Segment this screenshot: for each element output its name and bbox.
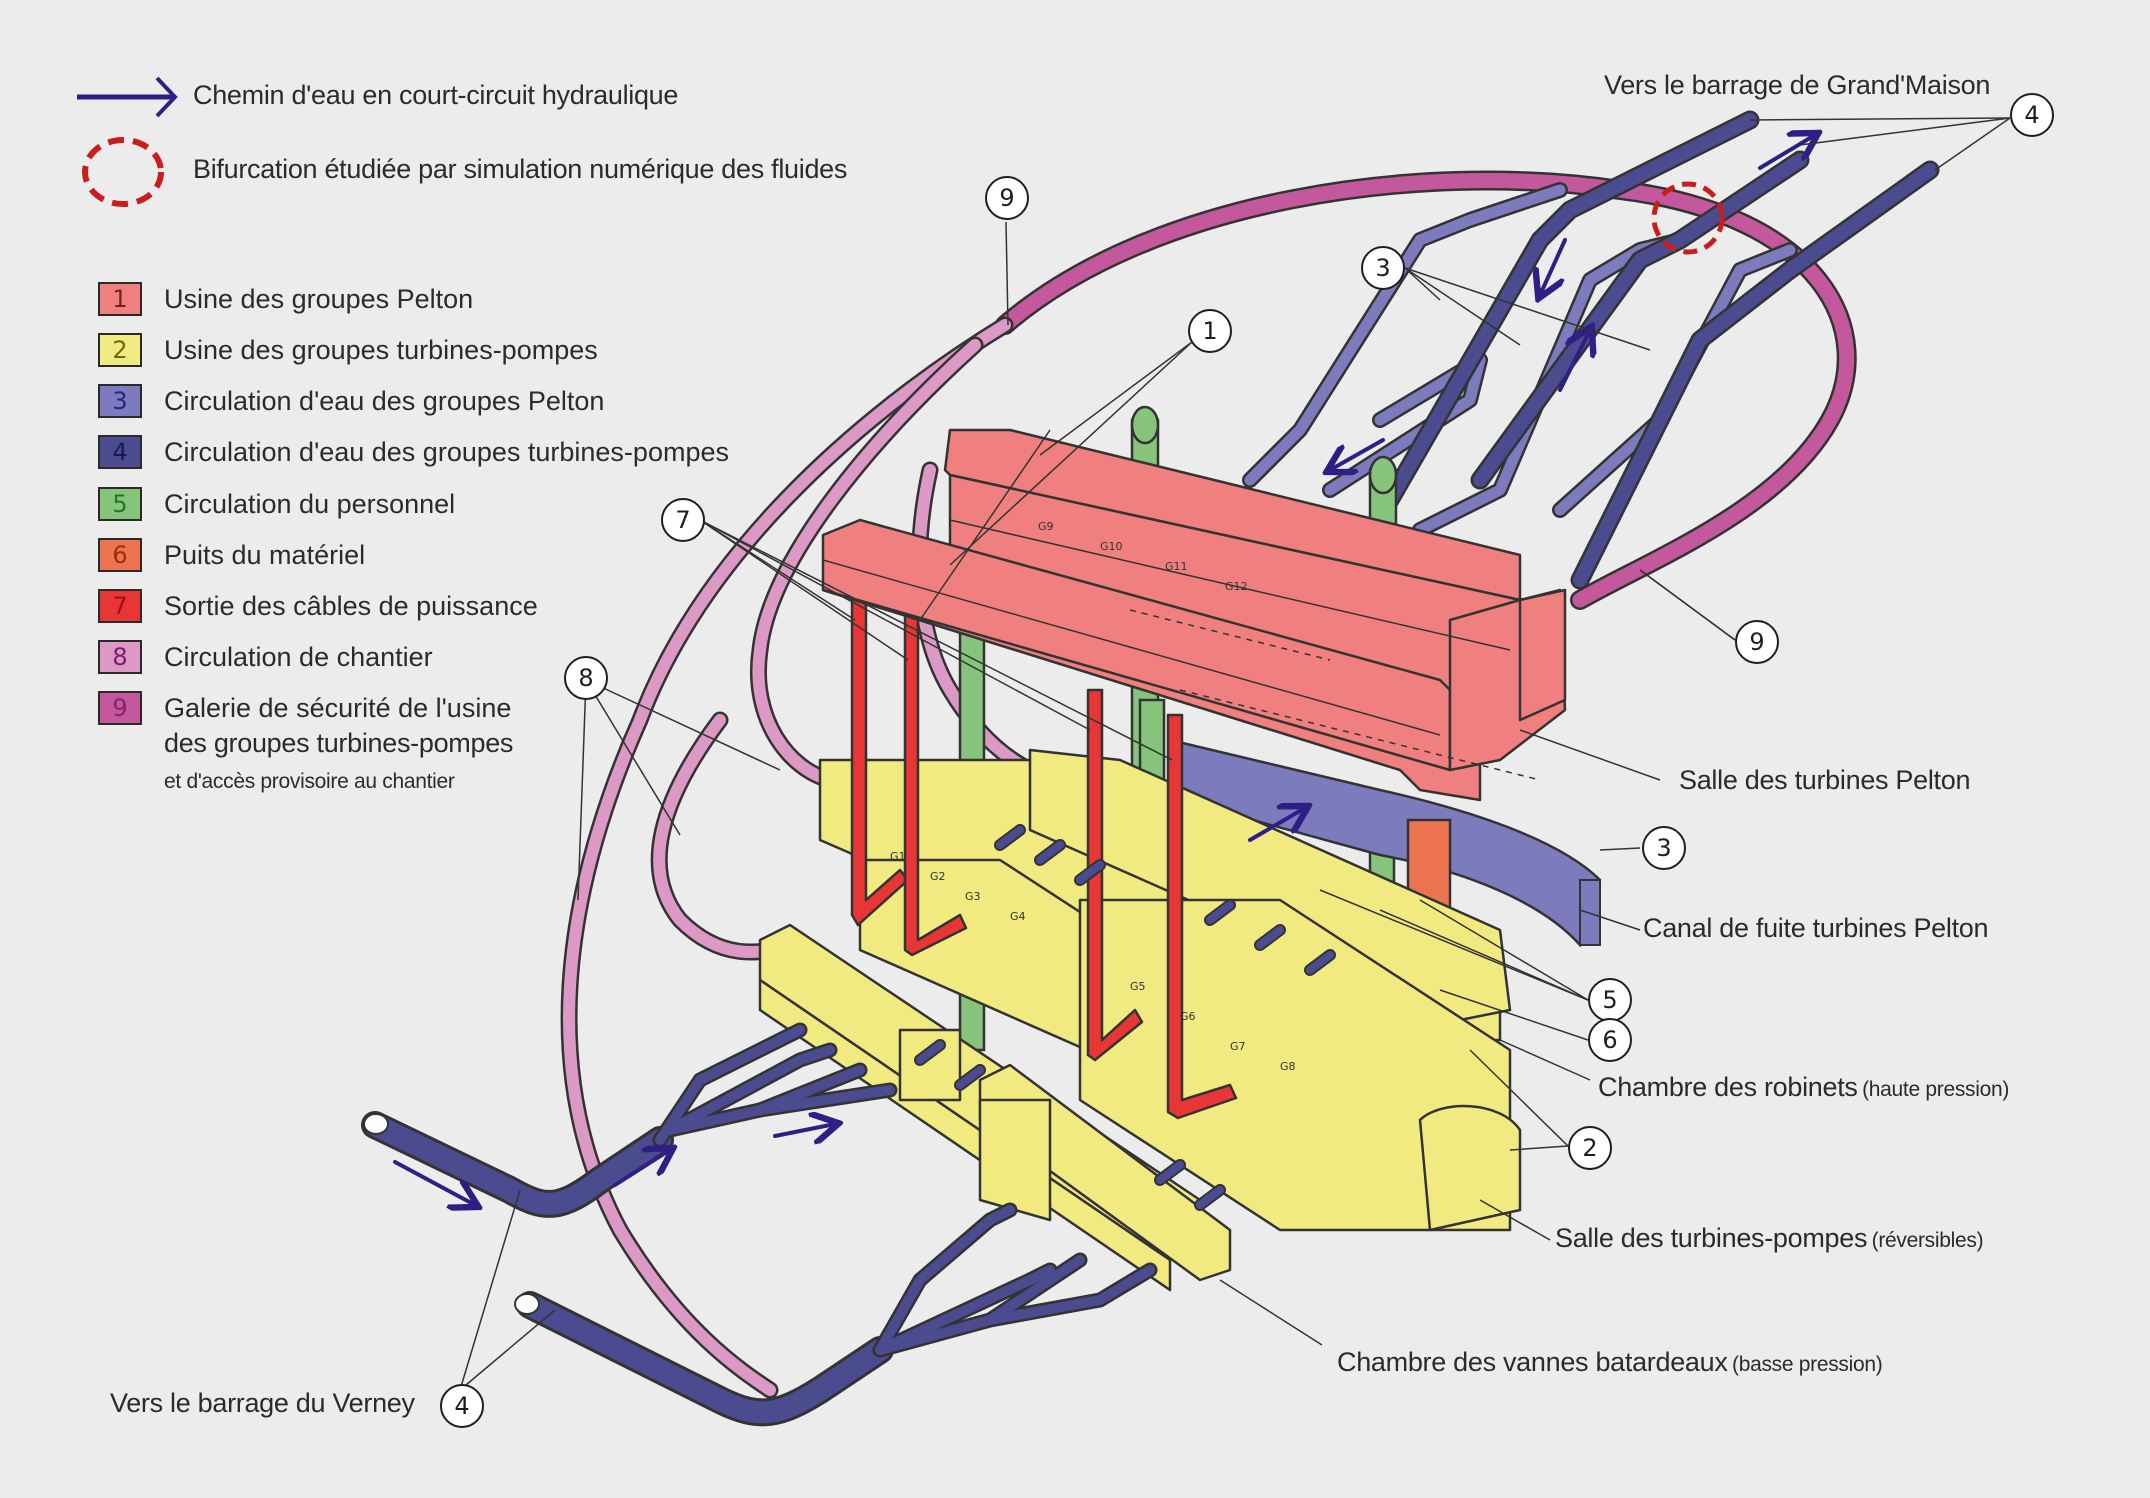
group-label: G10 bbox=[1100, 540, 1123, 553]
group-label: G5 bbox=[1130, 980, 1146, 993]
annotation-verney: Vers le barrage du Verney bbox=[110, 1388, 415, 1418]
flow-arrows bbox=[393, 135, 1815, 1205]
legend-label-9-line2: des groupes turbines-pompes bbox=[164, 728, 514, 758]
legend-label: Circulation d'eau des groupes turbines-p… bbox=[164, 436, 729, 467]
legend-item-5: 5 Circulation du personnel bbox=[98, 484, 455, 524]
annotation-canal-fuite: Canal de fuite turbines Pelton bbox=[1643, 913, 1989, 943]
legend-flow-arrow-label: Chemin d'eau en court-circuit hydrauliqu… bbox=[193, 80, 679, 110]
flow-arrow-icon bbox=[77, 76, 178, 118]
annotation-chambre-vannes-note: (basse pression) bbox=[1732, 1353, 1883, 1376]
swatch-pelton-plant: 1 bbox=[98, 282, 142, 316]
bifurcation-marker bbox=[1651, 181, 1725, 255]
flow-arrow bbox=[773, 1124, 835, 1136]
legend-item-1: 1 Usine des groupes Pelton bbox=[98, 279, 473, 319]
annotation-salle-tp-label: Salle des turbines-pompes bbox=[1555, 1223, 1868, 1253]
group-label: G2 bbox=[930, 870, 946, 883]
legend-label: Circulation de chantier bbox=[164, 641, 433, 672]
legend-item-2: 2 Usine des groupes turbines-pompes bbox=[98, 330, 598, 370]
flow-arrow bbox=[1540, 238, 1567, 295]
legend-flow-arrow bbox=[75, 76, 181, 118]
pelton-roof-lines bbox=[822, 429, 1541, 781]
callout-6: 6 bbox=[1588, 1018, 1632, 1062]
swatch-pelton-water: 3 bbox=[98, 384, 142, 418]
group-label: G7 bbox=[1230, 1040, 1246, 1053]
legend-item-9: 9 Galerie de sécurité de l'usine bbox=[98, 688, 511, 728]
legend-item-8: 8 Circulation de chantier bbox=[98, 637, 433, 677]
swatch-material-shaft: 6 bbox=[98, 538, 142, 572]
legend-bifurcation-label: Bifurcation étudiée par simulation numér… bbox=[193, 154, 848, 184]
callout-4-top: 4 bbox=[2010, 93, 2054, 137]
callout-8: 8 bbox=[564, 656, 608, 700]
turbine-pump-plant-2 bbox=[758, 748, 1522, 1292]
flow-arrow bbox=[1330, 438, 1385, 470]
turbine-pump-water-4-bottom bbox=[361, 1022, 1158, 1427]
group-label: G1 bbox=[890, 850, 906, 863]
swatch-cable-exits: 7 bbox=[98, 589, 142, 623]
turbine-pump-water-4-top bbox=[1380, 110, 1940, 590]
legend-label: Circulation d'eau des groupes Pelton bbox=[164, 385, 605, 416]
swatch-turbine-pump-water: 4 bbox=[98, 435, 142, 469]
legend-label: Circulation du personnel bbox=[164, 488, 456, 519]
pelton-water-3 bbox=[1242, 182, 1798, 538]
leader-lines bbox=[459, 117, 2011, 1391]
flow-arrow bbox=[393, 1160, 475, 1205]
flow-arrow bbox=[1758, 135, 1815, 170]
callout-7: 7 bbox=[661, 498, 705, 542]
legend-label: Galerie de sécurité de l'usine bbox=[164, 692, 512, 723]
group-label: G12 bbox=[1225, 580, 1248, 593]
group-label: G3 bbox=[965, 890, 981, 903]
swatch-personnel: 5 bbox=[98, 487, 142, 521]
group-label: G4 bbox=[1010, 910, 1026, 923]
callout-5: 5 bbox=[1588, 978, 1632, 1022]
callout-3-right: 3 bbox=[1642, 826, 1686, 870]
pelton-plant-1 bbox=[821, 428, 1567, 802]
legend-label: Puits du matériel bbox=[164, 539, 366, 570]
callout-9-right: 9 bbox=[1735, 620, 1779, 664]
annotation-salle-tp-note: (réversibles) bbox=[1871, 1229, 1984, 1252]
legend-item-7: 7 Sortie des câbles de puissance bbox=[98, 586, 538, 626]
callout-1: 1 bbox=[1188, 309, 1232, 353]
safety-gallery-9 bbox=[995, 170, 1857, 610]
legend-item-6: 6 Puits du matériel bbox=[98, 535, 365, 575]
site-circulation-8 bbox=[560, 316, 1039, 1399]
cable-exits-7 bbox=[850, 588, 1238, 1120]
legend-label-9-line3: et d'accès provisoire au chantier bbox=[164, 770, 455, 793]
dashed-circle-icon bbox=[82, 137, 164, 207]
flow-arrow bbox=[1558, 330, 1590, 392]
legend-label: Usine des groupes turbines-pompes bbox=[164, 334, 598, 365]
swatch-turbine-pump-plant: 2 bbox=[98, 333, 142, 367]
flow-arrow bbox=[613, 1150, 670, 1187]
flow-arrow bbox=[1248, 808, 1305, 842]
legend-item-3: 3 Circulation d'eau des groupes Pelton bbox=[98, 381, 604, 421]
callout-2: 2 bbox=[1568, 1126, 1612, 1170]
legend-label: Usine des groupes Pelton bbox=[164, 283, 474, 314]
annotation-salle-pelton: Salle des turbines Pelton bbox=[1679, 765, 1971, 795]
legend-bifurcation bbox=[80, 136, 166, 213]
callout-9-top: 9 bbox=[985, 176, 1029, 220]
group-labels: G9 G10 G11 G12 G1 G2 G3 G4 G5 G6 G7 G8 bbox=[890, 520, 1296, 1073]
pelton-tailrace-canal-3 bbox=[1168, 738, 1602, 948]
legend-item-4: 4 Circulation d'eau des groupes turbines… bbox=[98, 432, 729, 472]
group-label: G11 bbox=[1165, 560, 1188, 573]
legend-label: Sortie des câbles de puissance bbox=[164, 590, 538, 621]
annotation-grand-maison: Vers le barrage de Grand'Maison bbox=[1604, 70, 1991, 100]
group-label: G9 bbox=[1038, 520, 1054, 533]
callout-4-bottom: 4 bbox=[440, 1384, 484, 1428]
annotation-chambre-robinets-label: Chambre des robinets bbox=[1598, 1072, 1858, 1102]
group-label: G6 bbox=[1180, 1010, 1196, 1023]
turbine-pump-penstocks-fill bbox=[916, 826, 1334, 1209]
swatch-site-circulation: 8 bbox=[98, 640, 142, 674]
annotation-chambre-robinets: Chambre des robinets (haute pression) bbox=[1598, 1072, 2009, 1103]
annotation-chambre-robinets-note: (haute pression) bbox=[1862, 1078, 2010, 1101]
annotation-salle-tp: Salle des turbines-pompes (réversibles) bbox=[1555, 1223, 1984, 1254]
callout-3-top: 3 bbox=[1361, 246, 1405, 290]
group-label: G8 bbox=[1280, 1060, 1296, 1073]
annotation-chambre-vannes: Chambre des vannes batardeaux (basse pre… bbox=[1337, 1347, 1883, 1378]
swatch-safety-gallery: 9 bbox=[98, 691, 142, 725]
annotation-chambre-vannes-label: Chambre des vannes batardeaux bbox=[1337, 1347, 1728, 1377]
